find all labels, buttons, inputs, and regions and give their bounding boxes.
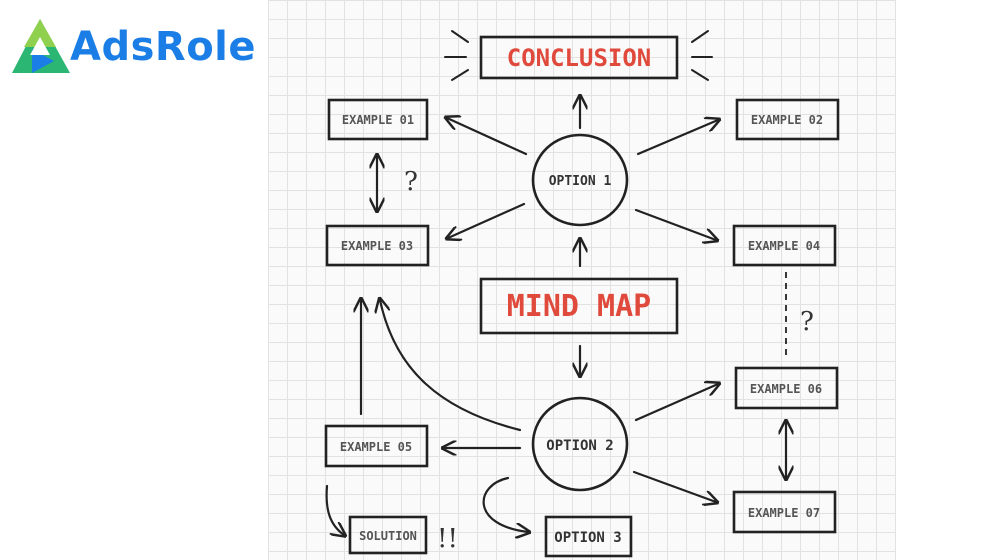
option-2-label: OPTION 2 bbox=[546, 438, 613, 454]
option-3-box bbox=[544, 515, 633, 558]
brand-name: AdsRole bbox=[70, 24, 257, 70]
example-05-label: EXAMPLE 05 bbox=[340, 440, 412, 454]
mind-map-box bbox=[479, 277, 679, 335]
example-02-box bbox=[735, 98, 840, 141]
example-06-box bbox=[734, 366, 839, 410]
conclusion-label: CONCLUSION bbox=[507, 44, 652, 72]
example-07-box bbox=[732, 490, 837, 534]
arrow-option1-example01 bbox=[447, 118, 528, 156]
arrow-option1-example04 bbox=[634, 208, 716, 240]
triangle-play-logo-icon bbox=[12, 19, 70, 73]
arrow-option2-example07 bbox=[632, 470, 716, 502]
conclusion-box bbox=[479, 35, 679, 80]
example-05-box bbox=[324, 424, 429, 468]
arrow-example05-solution-curve bbox=[325, 484, 344, 535]
option-1-circle bbox=[531, 133, 629, 227]
example-01-label: EXAMPLE 01 bbox=[342, 113, 414, 127]
arrow-option2-option3-curve bbox=[482, 476, 528, 532]
arrow-option1-example02 bbox=[636, 120, 718, 156]
option-3-label: OPTION 3 bbox=[554, 530, 621, 546]
arrow-option1-example03 bbox=[448, 202, 526, 238]
example-03-box bbox=[325, 224, 430, 267]
solution-box bbox=[348, 515, 428, 555]
example-03-label: EXAMPLE 03 bbox=[341, 239, 413, 253]
question-mark-right: ? bbox=[800, 307, 814, 337]
example-04-box bbox=[732, 224, 837, 267]
arrow-option2-example03-curve bbox=[380, 300, 522, 432]
exclamation-marks: !! bbox=[437, 524, 458, 554]
option-2-circle bbox=[531, 396, 629, 492]
brand-logo: AdsRole bbox=[10, 12, 256, 82]
arrow-option2-example06 bbox=[634, 384, 718, 422]
mind-map-label: MIND MAP bbox=[507, 289, 652, 324]
option-1-label: OPTION 1 bbox=[549, 174, 612, 189]
example-04-label: EXAMPLE 04 bbox=[748, 239, 820, 253]
example-06-label: EXAMPLE 06 bbox=[750, 382, 822, 396]
example-01-box bbox=[327, 98, 429, 141]
conclusion-emphasis-marks bbox=[444, 30, 713, 81]
example-02-label: EXAMPLE 02 bbox=[751, 113, 823, 127]
question-mark-left: ? bbox=[404, 167, 418, 197]
solution-label: SOLUTION bbox=[359, 529, 417, 543]
example-07-label: EXAMPLE 07 bbox=[748, 506, 820, 520]
